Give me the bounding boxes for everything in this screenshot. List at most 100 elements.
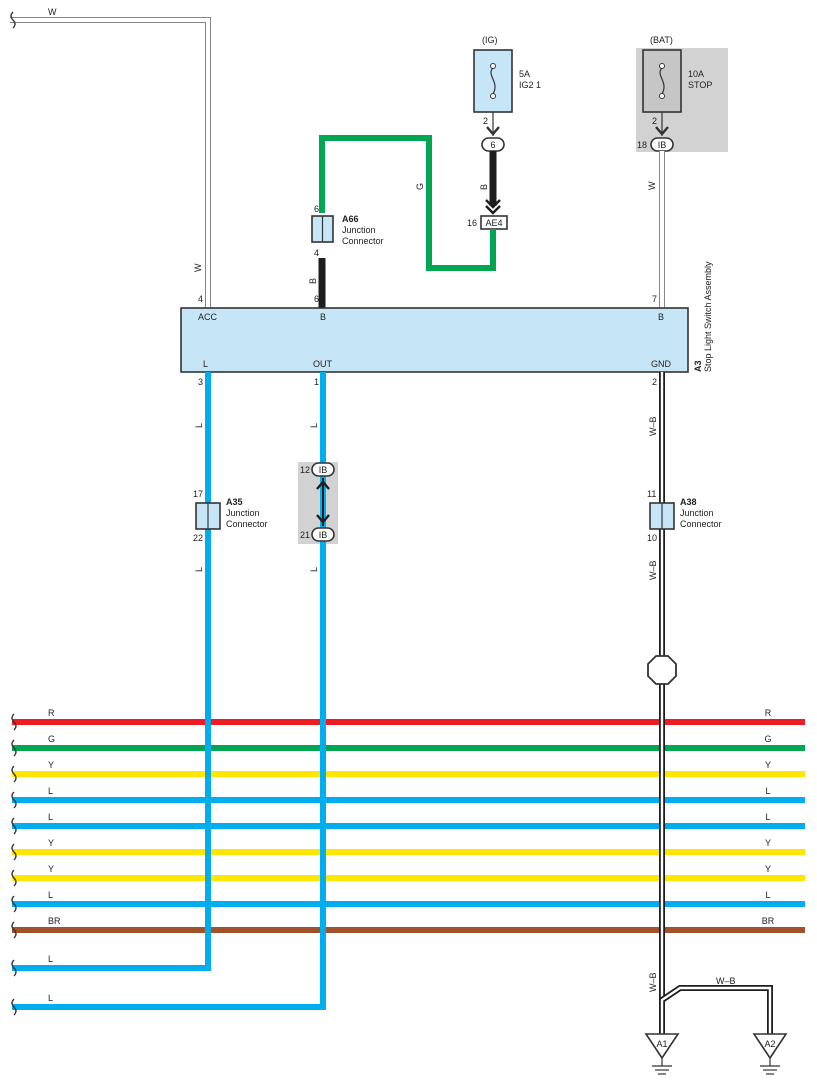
bus-wire-left-label: Y <box>48 864 54 874</box>
wire-break-icon <box>11 713 17 731</box>
out-wire-label-lower: L <box>309 567 319 572</box>
ig-fuse <box>473 49 513 113</box>
ae4-connector-label: AE4 <box>485 218 502 228</box>
a38-line1: Junction <box>680 508 714 518</box>
a66-code: A66 <box>342 214 359 224</box>
acc-pin: 4 <box>198 294 203 304</box>
wire-break-icon <box>11 817 17 835</box>
bus-wire-right-label: G <box>764 734 771 744</box>
ib-connector-12-label: IB <box>319 465 328 475</box>
bat-fuse-pin: 2 <box>652 116 657 126</box>
l-wire-label-lower: L <box>194 567 204 572</box>
green-wire-label: G <box>415 183 425 190</box>
a38-code: A38 <box>680 497 697 507</box>
l-wire-label-upper: L <box>194 423 204 428</box>
bus-wire-right-label: R <box>765 708 772 718</box>
acc-wire-label: W <box>193 263 203 272</box>
bottom-wire-2-label: L <box>48 993 53 1003</box>
a35-pin-top: 17 <box>193 489 203 499</box>
a38-line2: Connector <box>680 519 722 529</box>
gnd-wire-label-mid: W–B <box>648 560 658 580</box>
bat-fuse <box>642 49 682 113</box>
assembly-name: Stop Light Switch Assembly <box>703 261 713 372</box>
terminal-l: L <box>203 359 208 369</box>
a66-pin-top: 6 <box>314 204 319 214</box>
wire-break-icon <box>11 921 17 939</box>
a66-junction-connector <box>311 215 334 243</box>
ib-connector-21: IB <box>311 527 335 542</box>
a38-junction-connector <box>649 502 675 530</box>
a38-pin-top: 11 <box>647 489 656 499</box>
ig-power-label: (IG) <box>482 35 498 45</box>
a35-code: A35 <box>226 497 243 507</box>
b6-pin: 6 <box>314 294 319 304</box>
gnd-white-black-wire <box>659 372 773 1034</box>
bus-wire-right-label: Y <box>765 864 771 874</box>
bus-wire-right-label: Y <box>765 838 771 848</box>
b7-pin: 7 <box>652 294 657 304</box>
shield-splice-octagon-icon <box>647 655 677 685</box>
green-wire <box>319 135 496 271</box>
bat-wire-label: W <box>647 181 657 190</box>
l-blue-wire <box>12 372 211 971</box>
ib-connector-18: IB <box>650 137 674 152</box>
bus-wire-right-label: Y <box>765 760 771 770</box>
ig-connector-6: 6 <box>481 137 505 152</box>
bus-wire-right-label: BR <box>762 916 775 926</box>
ae4-connector: AE4 <box>480 215 508 230</box>
ae4-pin: 16 <box>467 218 477 228</box>
ib-connector-18-label: IB <box>658 140 667 150</box>
bus-wire-left-label: BR <box>48 916 61 926</box>
l-pin: 3 <box>198 377 203 387</box>
ground-a1 <box>644 1033 680 1075</box>
gnd-branch-label: W–B <box>716 976 736 986</box>
out-blue-wire <box>12 372 326 1010</box>
bus-wire-right-label: L <box>765 890 770 900</box>
ig-fuse-rating: 5A <box>519 69 530 79</box>
gnd-wire-label-upper: W–B <box>648 416 658 436</box>
terminal-out: OUT <box>313 359 333 369</box>
acc-white-wire <box>10 17 211 310</box>
ground-a2-label: A2 <box>764 1039 775 1049</box>
wire-break-icon <box>11 765 17 783</box>
gnd-pin: 2 <box>652 377 657 387</box>
ib-connector-12-pin: 12 <box>300 465 310 475</box>
wire-break-icon <box>10 11 16 29</box>
a35-junction-connector <box>195 502 221 530</box>
wire-break-icon <box>11 869 17 887</box>
terminal-b-6: B <box>320 312 326 322</box>
bus-wire-right-label: L <box>765 786 770 796</box>
bus-wire-right-label: L <box>765 812 770 822</box>
bus-wire-left-label: L <box>48 786 53 796</box>
ig-connector-arrow-icon <box>486 126 500 136</box>
bat-fuse-name: STOP <box>688 80 712 90</box>
b-wire-to-ae4-label: B <box>479 184 489 190</box>
ground-a2 <box>752 1033 788 1075</box>
ib-connector-12: IB <box>311 462 335 477</box>
stop-light-switch-assembly <box>180 307 689 373</box>
wire-break-icon <box>11 959 17 977</box>
assembly-code: A3 <box>693 360 703 372</box>
wire-break-icon <box>11 843 17 861</box>
ib-connector-18-pin: 18 <box>637 140 647 150</box>
bus-wire-left-label: R <box>48 708 55 718</box>
bat-power-label: (BAT) <box>650 35 673 45</box>
gnd-wire-label-lower: W–B <box>648 972 658 992</box>
wire-break-icon <box>11 739 17 757</box>
bat-connector-arrow-icon <box>655 126 669 136</box>
a35-pin-bottom: 22 <box>193 533 203 543</box>
ig-fuse-pin: 2 <box>483 116 488 126</box>
out-wire-label-upper: L <box>309 423 319 428</box>
a38-pin-bottom: 10 <box>647 533 657 543</box>
a66-wire-label: B <box>308 278 318 284</box>
terminal-acc: ACC <box>198 312 218 322</box>
bus-wire-left-label: Y <box>48 838 54 848</box>
bat-fuse-rating: 10A <box>688 69 704 79</box>
bottom-wire-1-label: L <box>48 954 53 964</box>
ib-down-arrow-icon <box>316 514 330 524</box>
bus-wire-left-label: L <box>48 890 53 900</box>
ae4-double-arrow-icon <box>485 199 501 215</box>
ig-connector-6-label: 6 <box>490 140 495 150</box>
